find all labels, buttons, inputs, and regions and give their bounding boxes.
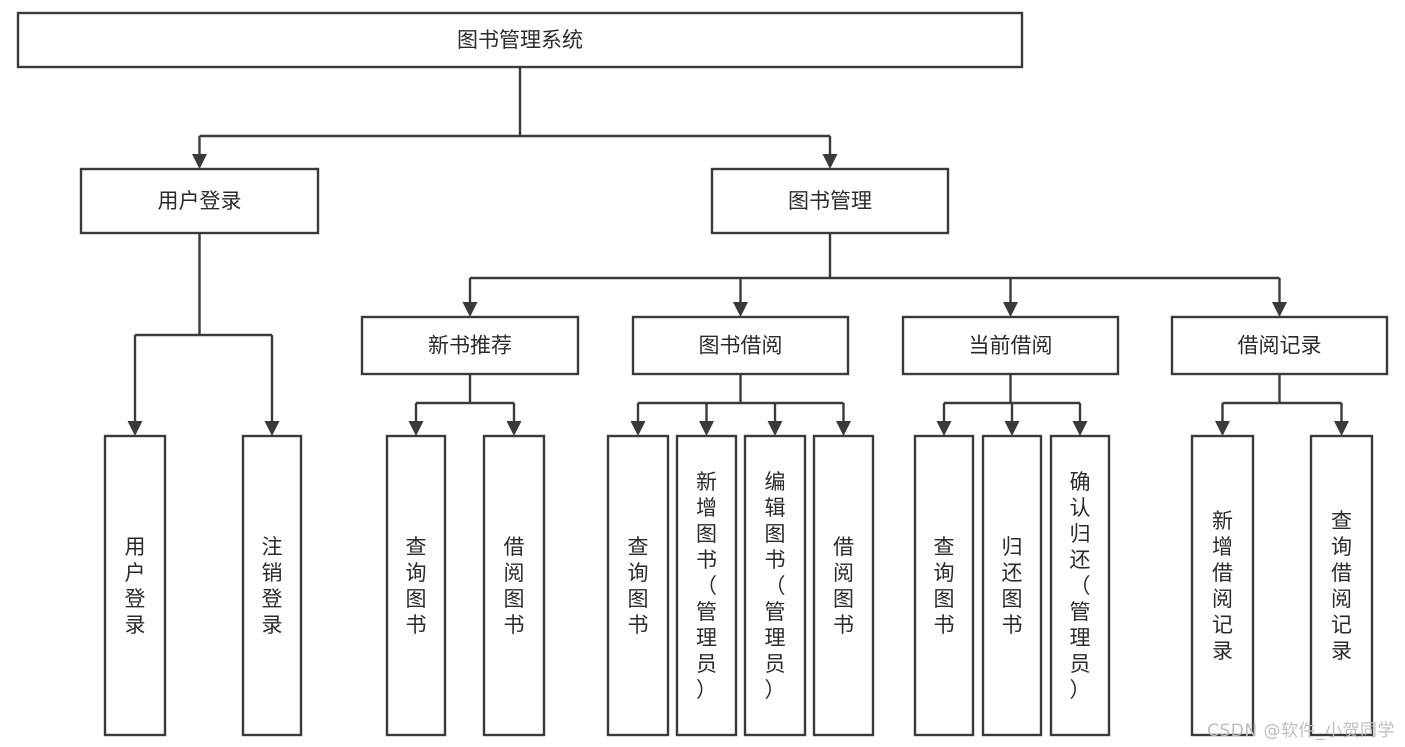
edge-book-management-to-level3-arrowhead-0: [462, 302, 478, 317]
edge-book-management-to-level3-arrowhead-3: [1272, 302, 1287, 317]
edge-2-to-leaves-arrowhead-2: [1072, 421, 1088, 436]
edge-user-login-to-leaves-arrowhead-0: [127, 421, 143, 436]
node-leaf-1-box[interactable]: [241, 434, 303, 737]
node-leaf-0-box[interactable]: [103, 434, 167, 737]
node-leaf-9[interactable]: 归还图书: [981, 434, 1043, 737]
node-leaf-10[interactable]: 确认归还（管理员）: [1049, 434, 1111, 737]
node-leaf-12[interactable]: 查询借阅记录: [1309, 434, 1374, 737]
node-leaf-8-label: 查询图书: [934, 535, 955, 637]
node-leaf-9-box[interactable]: [981, 434, 1043, 737]
node-leaf-1-label: 注销登录: [262, 535, 283, 637]
edge-0-to-leaves-arrowhead-0: [408, 421, 424, 436]
node-level2-1[interactable]: 图书管理: [710, 167, 950, 235]
node-level2-0-box[interactable]: [79, 167, 320, 235]
node-leaf-0[interactable]: 用户登录: [103, 434, 167, 737]
node-leaf-5[interactable]: 新增图书（管理员）: [675, 434, 738, 737]
node-leaf-3-box[interactable]: [482, 434, 546, 737]
edge-user-login-to-leaves-arrowhead-1: [264, 421, 280, 436]
node-leaf-2-label: 查询图书: [406, 535, 427, 637]
node-leaf-5-label: 新增图书（管理员）: [696, 470, 717, 702]
node-leaf-2[interactable]: 查询图书: [385, 434, 447, 737]
edge-3-to-leaves: [1215, 374, 1349, 436]
node-leaf-7[interactable]: 借阅图书: [812, 434, 875, 737]
node-leaf-6-label: 编辑图书（管理员）: [765, 470, 786, 702]
edge-3-to-leaves-arrowhead-1: [1334, 421, 1349, 436]
node-level3-3[interactable]: 借阅记录: [1170, 315, 1389, 376]
node-level3-0[interactable]: 新书推荐: [360, 315, 580, 376]
node-leaf-0-label: 用户登录: [125, 535, 146, 637]
edge-1-to-leaves: [630, 374, 851, 436]
edge-1-to-leaves-arrowhead-0: [630, 421, 646, 436]
node-leaf-8-box[interactable]: [913, 434, 975, 737]
node-leaf-6-box[interactable]: [743, 434, 807, 737]
edge-root-to-level2-arrowhead-1: [822, 154, 838, 169]
node-level2-0[interactable]: 用户登录: [79, 167, 320, 235]
node-root-system-box[interactable]: [16, 11, 1024, 69]
node-leaf-6[interactable]: 编辑图书（管理员）: [743, 434, 807, 737]
edge-2-to-leaves-arrowhead-1: [1004, 421, 1020, 436]
node-leaf-1[interactable]: 注销登录: [241, 434, 303, 737]
node-level3-3-label: 借阅记录: [1238, 334, 1322, 358]
node-level2-1-box[interactable]: [710, 167, 950, 235]
node-root-system-label: 图书管理系统: [457, 28, 583, 52]
edge-2-to-leaves: [936, 374, 1088, 436]
edge-book-management-to-level3-arrowhead-1: [733, 302, 748, 317]
node-leaf-12-label: 查询借阅记录: [1331, 509, 1352, 663]
node-leaf-10-label: 确认归还（管理员）: [1070, 470, 1091, 702]
edge-0-to-leaves-arrowhead-1: [506, 421, 522, 436]
edge-book-management-to-level3-arrowhead-2: [1003, 302, 1018, 317]
node-leaf-3[interactable]: 借阅图书: [482, 434, 546, 737]
node-leaf-4[interactable]: 查询图书: [606, 434, 670, 737]
edge-0-to-leaves: [408, 374, 522, 436]
node-level3-1-box[interactable]: [631, 315, 850, 376]
node-leaf-4-label: 查询图书: [628, 535, 649, 637]
node-level3-2-box[interactable]: [901, 315, 1120, 376]
node-leaf-3-label: 借阅图书: [504, 535, 525, 637]
node-level3-0-label: 新书推荐: [428, 334, 512, 358]
node-leaf-8[interactable]: 查询图书: [913, 434, 975, 737]
node-leaf-7-label: 借阅图书: [833, 535, 854, 637]
edge-user-login-to-leaves: [127, 233, 280, 436]
node-leaf-7-box[interactable]: [812, 434, 875, 737]
node-level3-2-label: 当前借阅: [969, 334, 1053, 358]
edge-root-to-level2-arrowhead-0: [192, 154, 207, 169]
node-layer: 图书管理系统用户登录图书管理新书推荐图书借阅当前借阅借阅记录用户登录注销登录查询…: [16, 11, 1389, 737]
node-leaf-10-box[interactable]: [1049, 434, 1111, 737]
node-level3-2[interactable]: 当前借阅: [901, 315, 1120, 376]
edge-book-management-to-level3: [462, 233, 1287, 317]
edge-1-to-leaves-arrowhead-1: [699, 421, 714, 436]
node-leaf-11-box[interactable]: [1190, 434, 1255, 737]
node-leaf-4-box[interactable]: [606, 434, 670, 737]
node-leaf-11[interactable]: 新增借阅记录: [1190, 434, 1255, 737]
connector-layer: [127, 67, 1349, 436]
node-leaf-9-label: 归还图书: [1002, 535, 1023, 637]
node-level3-0-box[interactable]: [360, 315, 580, 376]
edge-1-to-leaves-arrowhead-2: [767, 421, 783, 436]
node-leaf-11-label: 新增借阅记录: [1212, 509, 1233, 663]
edge-2-to-leaves-arrowhead-0: [936, 421, 952, 436]
node-root-system[interactable]: 图书管理系统: [16, 11, 1024, 69]
node-leaf-12-box[interactable]: [1309, 434, 1374, 737]
node-leaf-2-box[interactable]: [385, 434, 447, 737]
node-level3-1[interactable]: 图书借阅: [631, 315, 850, 376]
node-leaf-5-box[interactable]: [675, 434, 738, 737]
node-level2-1-label: 图书管理: [788, 189, 872, 213]
edge-1-to-leaves-arrowhead-3: [836, 421, 851, 436]
node-level2-0-label: 用户登录: [158, 189, 242, 213]
node-level3-1-label: 图书借阅: [699, 334, 783, 358]
edge-root-to-level2: [192, 67, 838, 169]
edge-3-to-leaves-arrowhead-0: [1215, 421, 1230, 436]
node-level3-3-box[interactable]: [1170, 315, 1389, 376]
